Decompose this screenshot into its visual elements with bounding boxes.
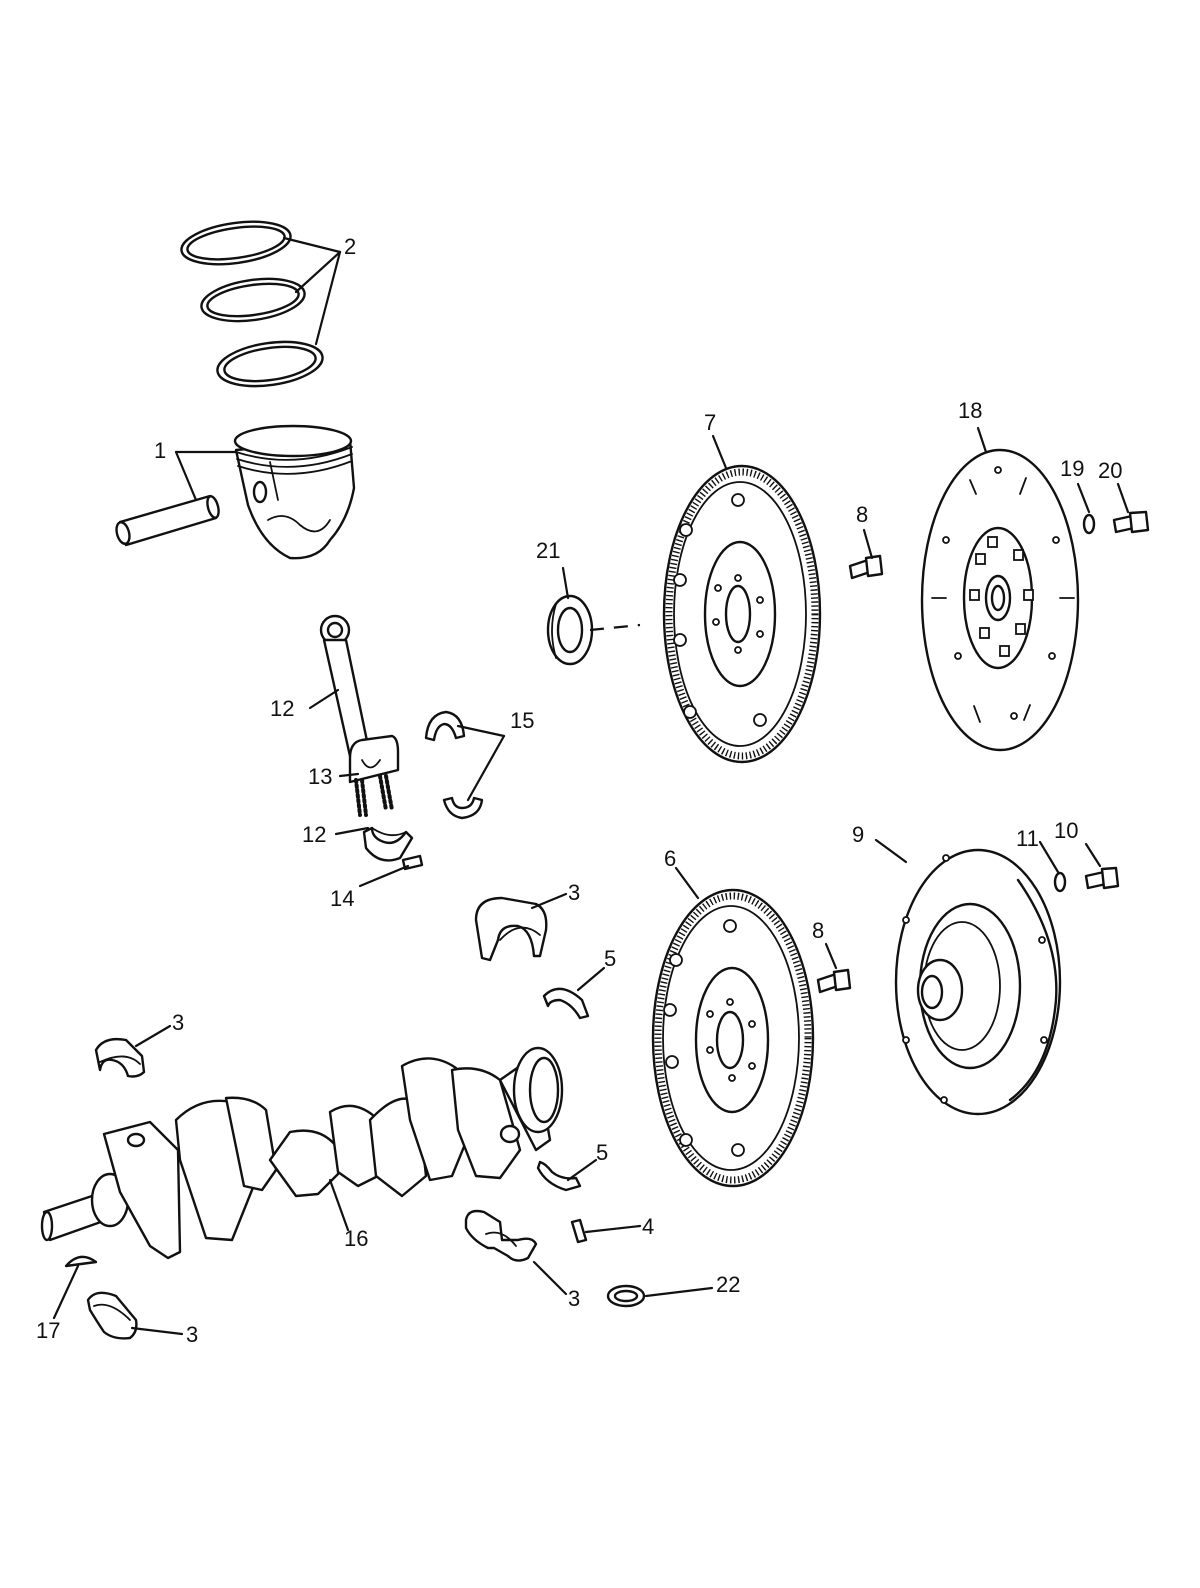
callout-7: 7: [704, 410, 716, 435]
callout-3-lower: 3: [568, 1286, 580, 1311]
callout-15: 15: [510, 708, 534, 733]
rear-main-seal: [546, 594, 594, 666]
callout-5-lower: 5: [596, 1140, 608, 1165]
woodruff-key: [64, 1255, 98, 1268]
callout-20: 20: [1098, 458, 1122, 483]
piston-ring-top: [180, 220, 292, 266]
callout-19: 19: [1060, 456, 1084, 481]
piston-rings: [180, 220, 324, 388]
callout-9: 9: [852, 822, 864, 847]
main-bearing-lower-left: [86, 1291, 138, 1340]
callout-3-upper: 3: [568, 880, 580, 905]
piston-ring-bottom: [216, 340, 324, 388]
bolt-10: [1084, 866, 1120, 890]
thrust-washer-lower: [536, 1160, 582, 1192]
washer-22: [606, 1284, 646, 1308]
bolt-20: [1112, 510, 1150, 534]
main-bearing-left: [94, 1037, 146, 1078]
rod-bearing-cap: [362, 826, 414, 862]
piston: [233, 424, 356, 560]
callout-10: 10: [1054, 818, 1078, 843]
flywheel-lower: [651, 888, 815, 1188]
leader-lines: [52, 236, 1130, 1336]
flywheel-bolt-lower: [816, 968, 852, 994]
washer-11: [1053, 871, 1067, 893]
flexplate-hub: [894, 848, 1062, 1116]
connecting-rod-bolts: [354, 774, 394, 817]
callout-11: 11: [1016, 826, 1039, 851]
callout-14: 14: [330, 886, 354, 911]
connecting-rod: [319, 614, 400, 784]
callout-18: 18: [958, 398, 982, 423]
washer-19: [1082, 513, 1096, 535]
main-bearing-upper-right: [474, 896, 548, 962]
crank-key: [570, 1218, 588, 1244]
callout-1: 1: [154, 438, 166, 463]
callout-22: 22: [716, 1272, 740, 1297]
callout-12-cap: 12: [302, 822, 326, 847]
piston-ring-middle: [200, 277, 306, 323]
callout-21: 21: [536, 538, 560, 563]
callout-3-bottom: 3: [186, 1322, 198, 1347]
rod-bearings: [424, 710, 484, 820]
piston-pin: [115, 494, 220, 547]
callout-8-upper: 8: [856, 502, 868, 527]
drive-plate: [920, 448, 1080, 752]
callout-3-left: 3: [172, 1010, 184, 1035]
callout-labels: 2 1 18 7 19 20 8 21 12 15 13 12 9 11 10 …: [36, 234, 1122, 1347]
crankshaft: [40, 1046, 564, 1260]
callout-2: 2: [344, 234, 356, 259]
callout-16: 16: [344, 1226, 368, 1251]
callout-13: 13: [308, 764, 332, 789]
callout-6: 6: [664, 846, 676, 871]
callout-8-lower: 8: [812, 918, 824, 943]
callout-12-rod: 12: [270, 696, 294, 721]
flywheel-bolt-upper: [848, 554, 884, 580]
callout-5-upper: 5: [604, 946, 616, 971]
callout-4: 4: [642, 1214, 654, 1239]
callout-17: 17: [36, 1318, 60, 1343]
thrust-washer-upper: [542, 987, 590, 1020]
seal-alignment-line: [589, 623, 641, 632]
main-bearing-lower-center: [464, 1209, 538, 1262]
flywheel-upper: [662, 464, 822, 764]
